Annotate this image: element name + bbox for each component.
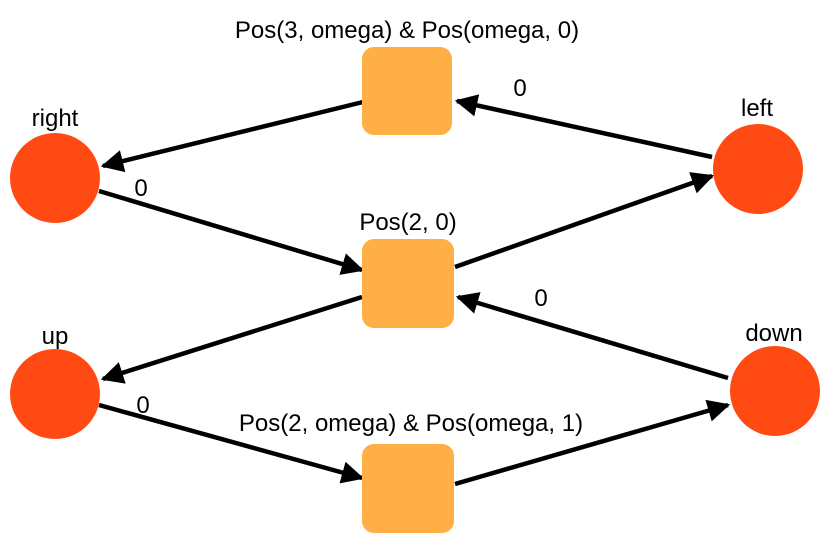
transition-bottom[interactable] (362, 444, 454, 533)
place-label-up: up (42, 323, 69, 350)
edges (98, 94, 731, 487)
edge-left-to-top (454, 94, 713, 160)
edge-label-right-to-middle: 0 (134, 175, 147, 202)
place-right[interactable] (10, 133, 100, 223)
edge-label-down-to-middle: 0 (534, 285, 547, 312)
edge-middle-to-up (100, 294, 363, 384)
place-down[interactable] (730, 346, 820, 436)
transition-label-top: Pos(3, omega) & Pos(omega, 0) (235, 17, 579, 44)
place-label-down: down (745, 320, 802, 347)
edge-middle-to-left (454, 172, 715, 270)
place-left[interactable] (713, 124, 803, 214)
transitions (362, 47, 454, 533)
edge-label-up-to-bottom: 0 (136, 392, 149, 419)
edge-top-to-right (100, 99, 364, 173)
place-up[interactable] (10, 349, 100, 439)
edge-down-to-middle (455, 292, 729, 381)
transition-label-middle: Pos(2, 0) (359, 209, 456, 236)
edge-up-to-bottom (98, 402, 365, 484)
edge-bottom-to-down (454, 399, 731, 487)
place-label-left: left (741, 95, 773, 122)
edge-right-to-middle (98, 188, 365, 275)
places (10, 124, 820, 439)
transition-top[interactable] (362, 47, 452, 135)
transition-label-bottom: Pos(2, omega) & Pos(omega, 1) (239, 410, 583, 437)
edge-label-left-to-top: 0 (513, 75, 526, 102)
transition-middle[interactable] (362, 239, 454, 328)
place-label-right: right (32, 105, 79, 132)
